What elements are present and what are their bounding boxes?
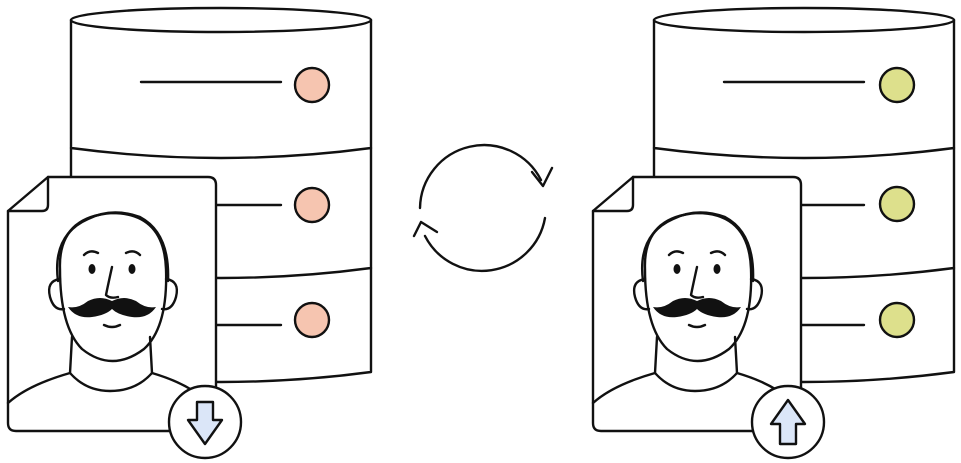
left-server-led-3 bbox=[293, 301, 331, 339]
arrow-up-circle-icon bbox=[750, 384, 826, 460]
right-server-led-2 bbox=[878, 185, 916, 223]
arrow-down-circle-icon bbox=[167, 384, 243, 460]
right-server-led-1 bbox=[878, 66, 916, 104]
left-server bbox=[69, 6, 373, 384]
left-server-led-2 bbox=[293, 186, 331, 224]
left-server-led-1 bbox=[293, 66, 331, 104]
right-server-led-3 bbox=[878, 301, 916, 339]
sync-arrows-icon bbox=[412, 143, 554, 272]
right-server bbox=[652, 6, 956, 384]
